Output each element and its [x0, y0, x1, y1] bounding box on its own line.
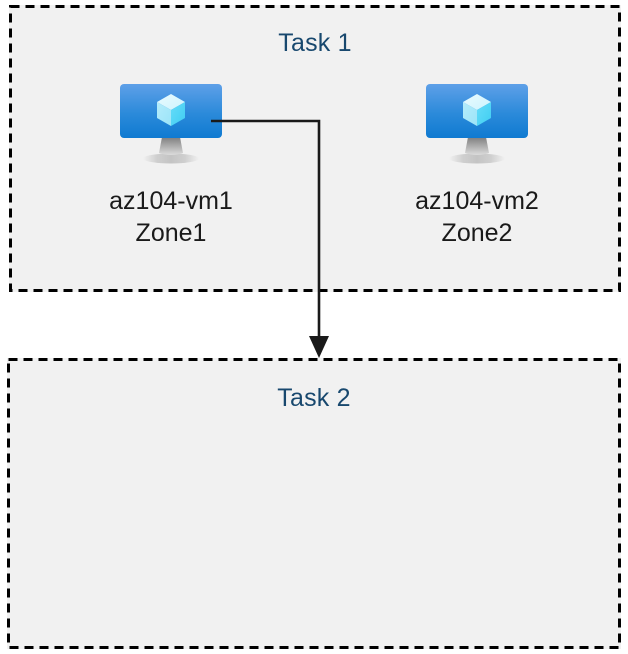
down-arrow-icon	[309, 336, 329, 358]
node-label-az104-vm2: az104-vm2 Zone2	[415, 187, 539, 247]
node-az104-vm2[interactable]: az104-vm2 Zone2	[357, 81, 597, 249]
task2-container: Task 2	[7, 358, 621, 649]
virtual-machine-icon	[116, 81, 226, 171]
task1-dashed-border	[9, 5, 621, 292]
task1-title: Task 1	[278, 29, 352, 57]
node-label-az104-vm1: az104-vm1 Zone1	[109, 187, 233, 247]
node-az104-vm1[interactable]: az104-vm1 Zone1	[51, 81, 291, 249]
virtual-machine-icon	[422, 81, 532, 171]
task1-container: Task 1	[9, 5, 621, 292]
task2-title: Task 2	[277, 384, 351, 412]
task2-dashed-border	[7, 358, 621, 649]
